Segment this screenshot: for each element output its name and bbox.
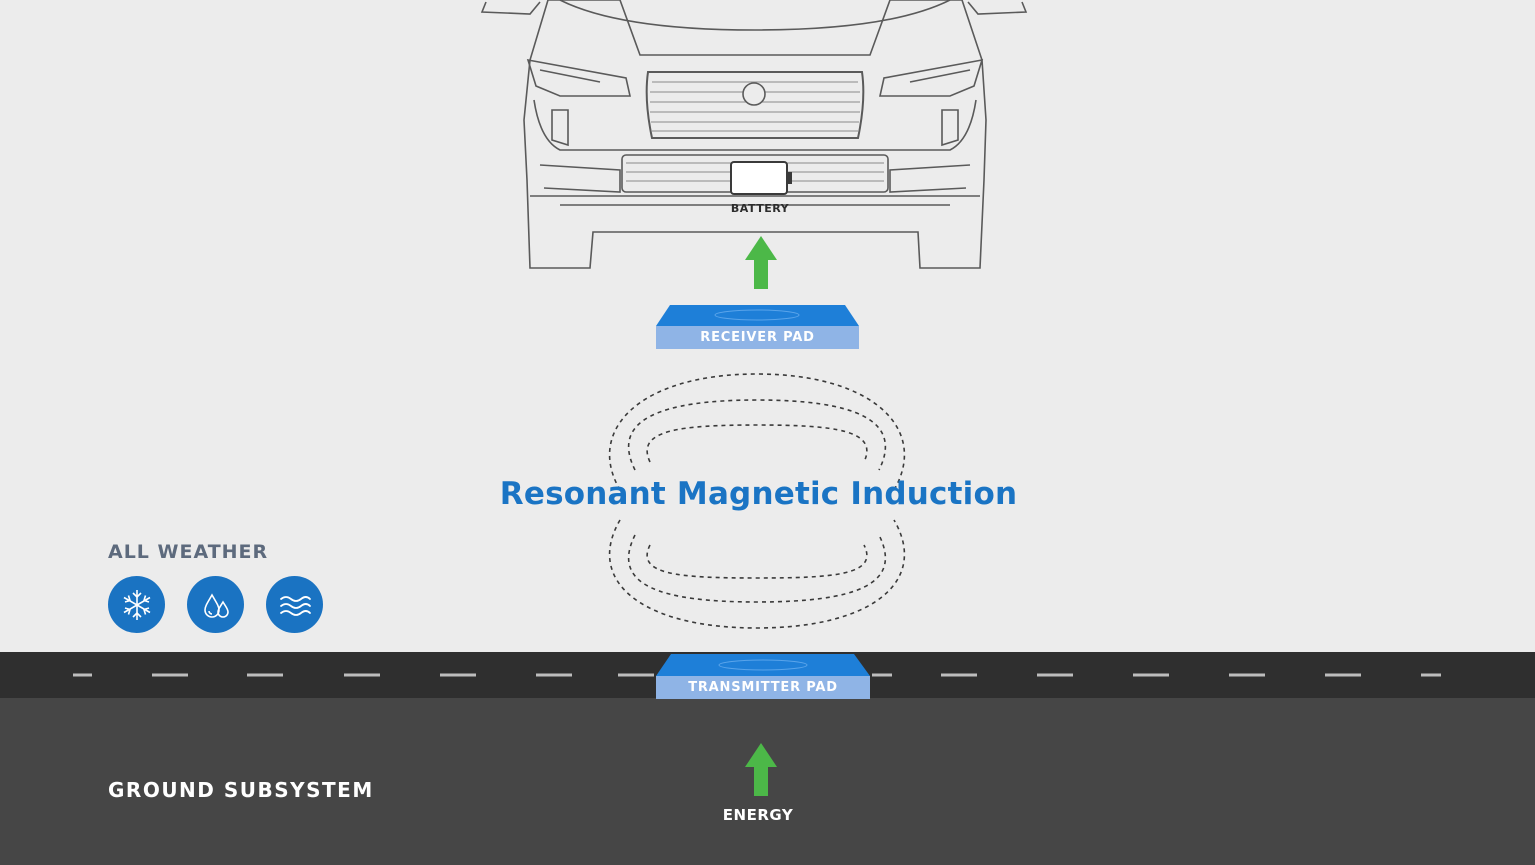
diagram-title: Resonant Magnetic Induction <box>499 476 1018 512</box>
ground-subsystem-label: GROUND SUBSYSTEM <box>108 778 374 802</box>
snowflake-icon <box>108 576 165 633</box>
receiver-pad <box>656 305 859 349</box>
car-front-view <box>480 0 1028 269</box>
water-waves-icon <box>266 576 323 633</box>
battery-icon <box>730 161 788 195</box>
energy-arrow-lower <box>745 743 777 796</box>
transmitter-pad-label: TRANSMITTER PAD <box>688 680 838 695</box>
receiver-pad-label: RECEIVER PAD <box>700 330 815 345</box>
rain-drops-icon <box>187 576 244 633</box>
energy-arrow-upper <box>745 236 777 289</box>
energy-label: ENERGY <box>722 806 794 824</box>
emblem-icon <box>742 82 766 106</box>
transmitter-pad <box>656 654 870 699</box>
all-weather-label: ALL WEATHER <box>108 541 269 563</box>
magnetic-field-lines <box>608 373 906 629</box>
battery-label: BATTERY <box>730 202 790 215</box>
